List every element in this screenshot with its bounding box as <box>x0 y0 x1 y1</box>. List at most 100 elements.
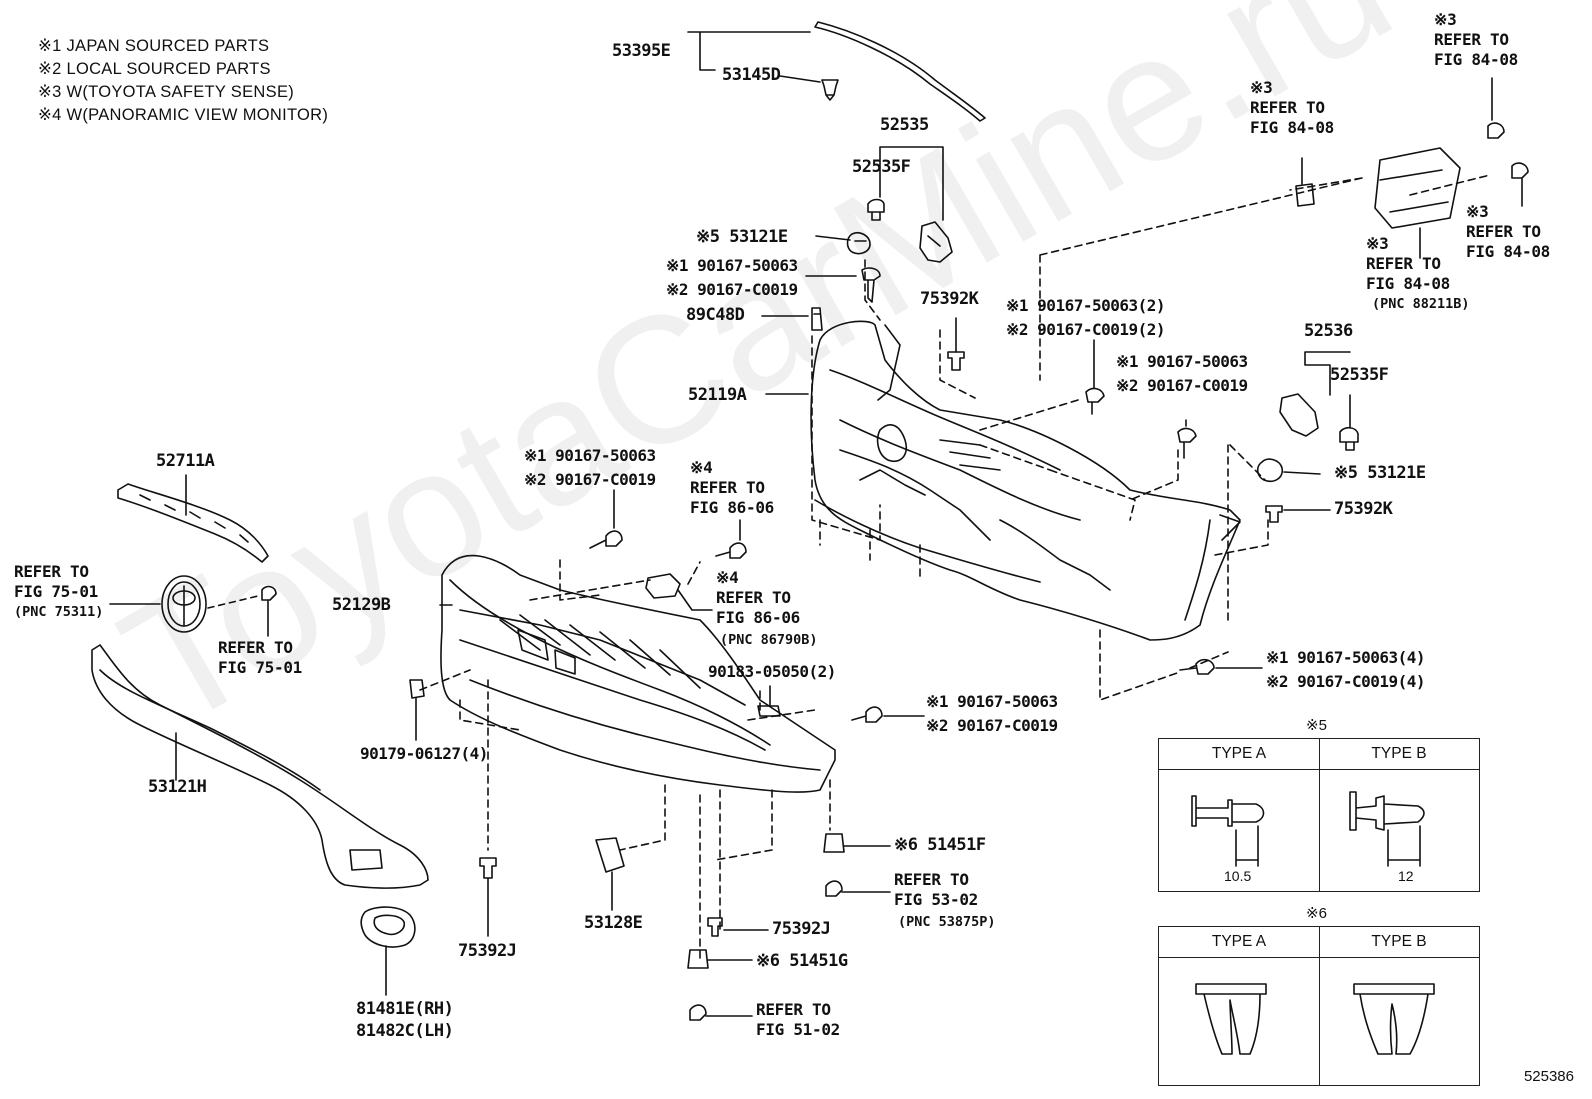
label-fastener-e2: ※2 90167-C0019 <box>524 470 656 489</box>
ref-84-08-top: ※3 REFER TO FIG 84-08 <box>1434 10 1518 69</box>
label-81481E: 81481E(RH) <box>356 999 454 1019</box>
clip-52535F-right <box>1339 426 1359 451</box>
clip-53121E-right <box>1256 458 1284 483</box>
clip-52535F <box>867 198 885 221</box>
table-6-type-b: TYPE B <box>1319 927 1479 958</box>
clip-75392K-right <box>1265 505 1283 523</box>
label-fastener-b2: ※2 90167-C0019(2) <box>1006 320 1166 339</box>
table-5-title: ※5 <box>1306 717 1327 734</box>
label-75392K-right: 75392K <box>1334 499 1393 519</box>
grille-strip-52711A <box>117 483 269 563</box>
label-90179: 90179-06127(4) <box>360 744 488 763</box>
ref-84-08-radar: ※3 REFER TO FIG 84-08 <box>1366 234 1450 293</box>
screw-53-02 <box>825 880 843 897</box>
pnc-53875P: (PNC 53875P) <box>898 914 996 930</box>
table-6-title: ※6 <box>1306 905 1327 922</box>
label-fastener-f1: ※1 90167-50063 <box>926 692 1058 711</box>
clip-51451G <box>687 949 709 969</box>
ref-86-06-b: ※4 REFER TO FIG 86-06 <box>716 568 800 627</box>
clip-51451F <box>823 833 845 853</box>
label-52535: 52535 <box>880 115 929 135</box>
screw-90167-c <box>1177 427 1197 459</box>
ref-75-01-bottom: REFER TO FIG 75-01 <box>218 638 302 677</box>
screw-86-06 <box>715 542 747 559</box>
label-52129B: 52129B <box>332 595 391 615</box>
clip-type-a-5 <box>1191 795 1265 867</box>
label-75392K-top: 75392K <box>920 289 979 309</box>
table-6-type-a: TYPE A <box>1159 927 1319 958</box>
pnc-88211B: (PNC 88211B) <box>1372 296 1470 312</box>
label-52536: 52536 <box>1304 321 1353 341</box>
ref-84-08-side: ※3 REFER TO FIG 84-08 <box>1466 202 1550 261</box>
ref-86-06-a: ※4 REFER TO FIG 86-06 <box>690 458 774 517</box>
clip-90179 <box>409 679 425 699</box>
label-fastener-d2: ※2 90167-C0019(4) <box>1266 672 1426 691</box>
label-51451G: ※6 51451G <box>756 951 848 971</box>
clip-75392J-mid <box>707 917 723 937</box>
screw-84-08-side <box>1511 162 1529 179</box>
screw-90167-e <box>589 530 623 549</box>
pnc-75311: (PNC 75311) <box>14 604 104 620</box>
dim-10-5: 10.5 <box>1224 868 1252 884</box>
table-5-type-b: TYPE B <box>1319 739 1479 770</box>
note-4: ※4 W(PANORAMIC VIEW MONITOR) <box>38 106 329 124</box>
label-53121E-top: ※5 53121E <box>696 227 788 247</box>
dim-12: 12 <box>1398 868 1414 884</box>
label-52535F-top: 52535F <box>852 157 911 177</box>
label-53145D: 53145D <box>722 65 781 85</box>
ref-51-02: REFER TO FIG 51-02 <box>756 1000 840 1039</box>
label-fastener-a2: ※2 90167-C0019 <box>666 280 798 299</box>
screw-84-08-top <box>1487 122 1505 139</box>
label-52119A: 52119A <box>688 385 747 405</box>
clip-type-b-6 <box>1353 983 1435 1055</box>
radar-bracket <box>1295 183 1315 207</box>
toyota-emblem <box>161 575 207 633</box>
bracket-53128E <box>595 837 625 873</box>
screw-90167-d <box>1179 658 1215 675</box>
emblem-screw <box>261 585 277 601</box>
label-fastener-d1: ※1 90167-50063(4) <box>1266 648 1426 667</box>
table-5-type-a: TYPE A <box>1159 739 1319 770</box>
screw-90167-f <box>851 706 883 723</box>
label-fastener-b1: ※1 90167-50063(2) <box>1006 296 1166 315</box>
label-53395E: 53395E <box>612 41 671 61</box>
fog-cover-81481E <box>360 906 416 948</box>
clip-53145D <box>821 79 839 101</box>
label-52711A: 52711A <box>156 451 215 471</box>
label-fastener-f2: ※2 90167-C0019 <box>926 716 1058 735</box>
ref-75-01-left: REFER TO FIG 75-01 <box>14 562 98 601</box>
clip-53121E-top <box>846 231 871 255</box>
legend-notes: ※1 JAPAN SOURCED PARTS ※2 LOCAL SOURCED … <box>38 35 328 127</box>
molding-53121H <box>91 644 429 889</box>
note-2: ※2 LOCAL SOURCED PARTS <box>38 60 271 78</box>
molding-53395E <box>814 21 986 122</box>
label-53121E-right: ※5 53121E <box>1334 463 1426 483</box>
label-fastener-c1: ※1 90167-50063 <box>1116 352 1248 371</box>
label-53128E: 53128E <box>584 913 643 933</box>
screw-51-02 <box>689 1004 707 1021</box>
label-fastener-a1: ※1 90167-50063 <box>666 256 798 275</box>
radar-module <box>1374 147 1461 229</box>
label-52535F-right: 52535F <box>1330 365 1389 385</box>
bracket-52535 <box>919 221 953 263</box>
label-75392J-left: 75392J <box>458 941 517 961</box>
label-53121H: 53121H <box>148 777 207 797</box>
clip-type-a-6 <box>1195 983 1267 1055</box>
clip-75392K-top <box>947 351 965 371</box>
camera-86790B <box>645 573 681 599</box>
label-81482C: 81482C(LH) <box>356 1021 454 1041</box>
pnc-86790B: (PNC 86790B) <box>720 632 818 648</box>
label-fastener-e1: ※1 90167-50063 <box>524 446 656 465</box>
bracket-89C48D <box>811 307 823 331</box>
bumper-cover-52119A <box>810 320 1241 641</box>
figure-number: 525386 <box>1523 1068 1574 1085</box>
clip-75392J-left <box>479 857 497 879</box>
screw-90167-top <box>861 267 881 303</box>
label-90183: 90183-05050(2) <box>708 662 836 681</box>
label-75392J-mid: 75392J <box>772 919 831 939</box>
note-3: ※3 W(TOYOTA SAFETY SENSE) <box>38 83 295 101</box>
ref-84-08-bracket: ※3 REFER TO FIG 84-08 <box>1250 78 1334 137</box>
lower-grille-52129B <box>440 554 836 793</box>
table-6: TYPE A TYPE B <box>1158 926 1480 1086</box>
